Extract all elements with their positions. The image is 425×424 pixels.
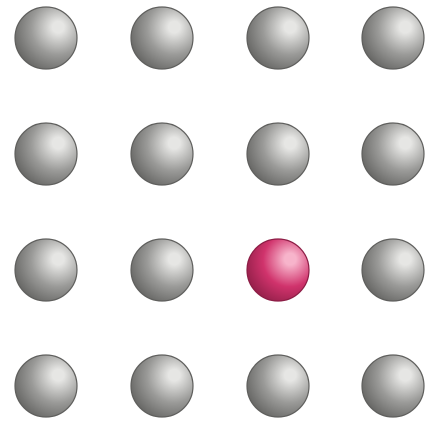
atom-sphere [131, 123, 193, 185]
atom-sphere [362, 7, 424, 69]
atom-sphere [247, 355, 309, 417]
atom-sphere [362, 123, 424, 185]
atom-sphere [15, 239, 77, 301]
atom-sphere [15, 7, 77, 69]
atom-sphere [131, 355, 193, 417]
highlighted-atom-sphere [247, 239, 309, 301]
atom-sphere [247, 123, 309, 185]
atom-sphere [15, 355, 77, 417]
atoms-layer [15, 7, 424, 417]
atom-sphere [15, 123, 77, 185]
atom-sphere [131, 239, 193, 301]
atom-sphere [131, 7, 193, 69]
atom-sphere [362, 355, 424, 417]
atom-sphere [362, 239, 424, 301]
atom-sphere [247, 7, 309, 69]
